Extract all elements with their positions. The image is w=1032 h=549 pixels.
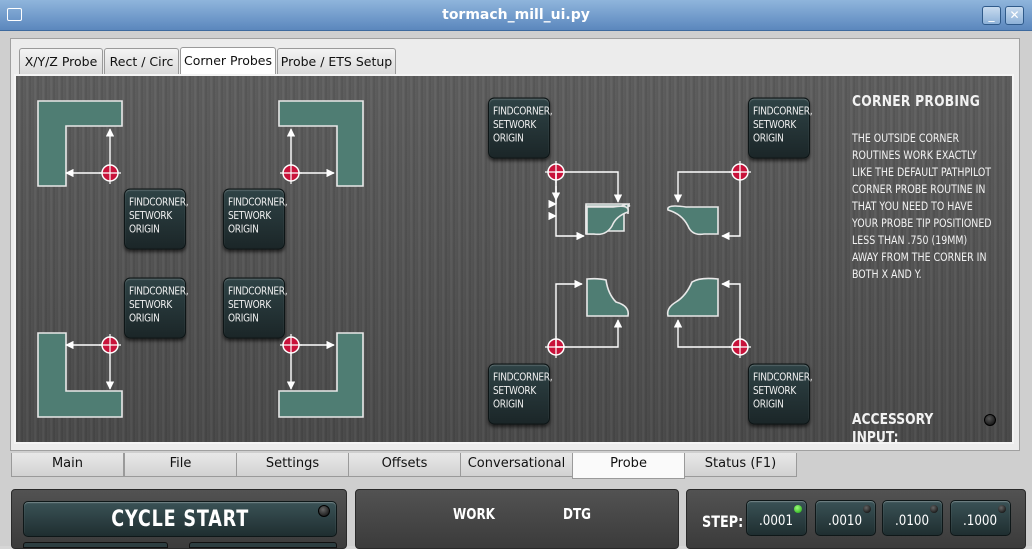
step-value: .0010: [828, 513, 863, 529]
close-button[interactable]: ✕: [1005, 6, 1024, 25]
findcorner-outside-top-right-button[interactable]: FINDCORNER, SETWORK ORIGIN: [748, 97, 813, 159]
cycle-start-label: CYCLE START: [111, 507, 249, 532]
inside-corner-bottom-right-part: [278, 332, 364, 418]
probe-path-arrow: [673, 319, 740, 348]
tab-offsets[interactable]: Offsets: [348, 453, 461, 477]
step-led: [794, 505, 802, 513]
tab-rect-circ[interactable]: Rect / Circ: [104, 48, 179, 74]
window-title: tormach_mill_ui.py: [442, 7, 590, 23]
probe-path-arrow: [556, 171, 623, 203]
outside-corner-top-left-shape: [586, 205, 629, 236]
cycle-start-led: [318, 505, 330, 517]
probe-path-arrow: [721, 279, 741, 347]
step-1000-button[interactable]: .1000: [950, 500, 1011, 536]
dtg-label: DTG: [563, 505, 591, 523]
findcorner-inside-bottom-right-button[interactable]: FINDCORNER, SETWORK ORIGIN: [223, 277, 288, 339]
findcorner-outside-top-left-button[interactable]: FINDCORNER, SETWORK ORIGIN: [488, 97, 553, 159]
accessory-input-led: [984, 414, 996, 426]
findcorner-inside-top-right-button[interactable]: FINDCORNER, SETWORK ORIGIN: [223, 188, 288, 250]
inside-corner-top-left-part: [37, 100, 123, 187]
tab-settings[interactable]: Settings: [236, 453, 349, 477]
probe-path-arrow: [556, 319, 623, 348]
accessory-input-label: ACCESSORY INPUT:: [852, 410, 934, 444]
work-label: WORK: [453, 505, 495, 523]
tab-file[interactable]: File: [124, 453, 237, 477]
tab-corner-probes[interactable]: Corner Probes: [180, 47, 276, 74]
outside-corner-bottom-left-shape: [586, 277, 630, 317]
stop-button-edge[interactable]: [189, 542, 337, 548]
findcorner-outside-bottom-left-button[interactable]: FINDCORNER, SETWORK ORIGIN: [488, 363, 553, 425]
step-value: .1000: [963, 513, 998, 529]
findcorner-outside-bottom-right-button[interactable]: FINDCORNER, SETWORK ORIGIN: [748, 363, 813, 425]
dro-panel: [355, 489, 679, 549]
findcorner-inside-top-left-button[interactable]: FINDCORNER, SETWORK ORIGIN: [124, 188, 189, 250]
probe-path-arrow: [721, 172, 741, 241]
corner-probes-panel: FINDCORNER, SETWORK ORIGIN FINDCORNER, S…: [14, 74, 1014, 444]
corner-probing-title: CORNER PROBING: [852, 92, 981, 110]
corner-probing-description: THE OUTSIDE CORNER ROUTINES WORK EXACTLY…: [852, 131, 992, 281]
inside-corner-top-right-part: [278, 100, 364, 187]
step-0001-button[interactable]: .0001: [746, 500, 807, 536]
tab-conversational[interactable]: Conversational: [460, 453, 573, 477]
probe-path-arrow: [555, 279, 583, 347]
tab-xyz-probe[interactable]: X/Y/Z Probe: [19, 48, 103, 74]
findcorner-inside-bottom-left-button[interactable]: FINDCORNER, SETWORK ORIGIN: [124, 277, 189, 339]
app-icon: [7, 8, 22, 21]
cycle-start-button[interactable]: CYCLE START: [23, 501, 337, 537]
minimize-button[interactable]: _: [982, 6, 1001, 25]
tab-probe-ets-setup[interactable]: Probe / ETS Setup: [277, 48, 396, 74]
step-led: [863, 505, 871, 513]
step-value: .0001: [759, 513, 794, 529]
tab-probe[interactable]: Probe: [572, 453, 685, 479]
probe-path-arrow: [673, 171, 740, 203]
probe-path-arrow: [555, 186, 585, 241]
step-0100-button[interactable]: .0100: [882, 500, 943, 536]
step-led: [998, 505, 1006, 513]
corner-diagrams: [37, 100, 751, 418]
outside-corner-top-right-shape: [667, 205, 719, 236]
outside-corner-bottom-right-shape: [666, 277, 719, 317]
title-bar: tormach_mill_ui.py _ ✕: [0, 0, 1032, 31]
inside-corner-bottom-left-part: [37, 332, 123, 418]
tab-status[interactable]: Status (F1): [684, 453, 797, 477]
step-0010-button[interactable]: .0010: [815, 500, 876, 536]
feedhold-button-edge[interactable]: [23, 542, 168, 548]
tab-main[interactable]: Main: [11, 453, 124, 477]
step-label: STEP:: [702, 512, 744, 531]
step-value: .0100: [895, 513, 930, 529]
step-led: [930, 505, 938, 513]
